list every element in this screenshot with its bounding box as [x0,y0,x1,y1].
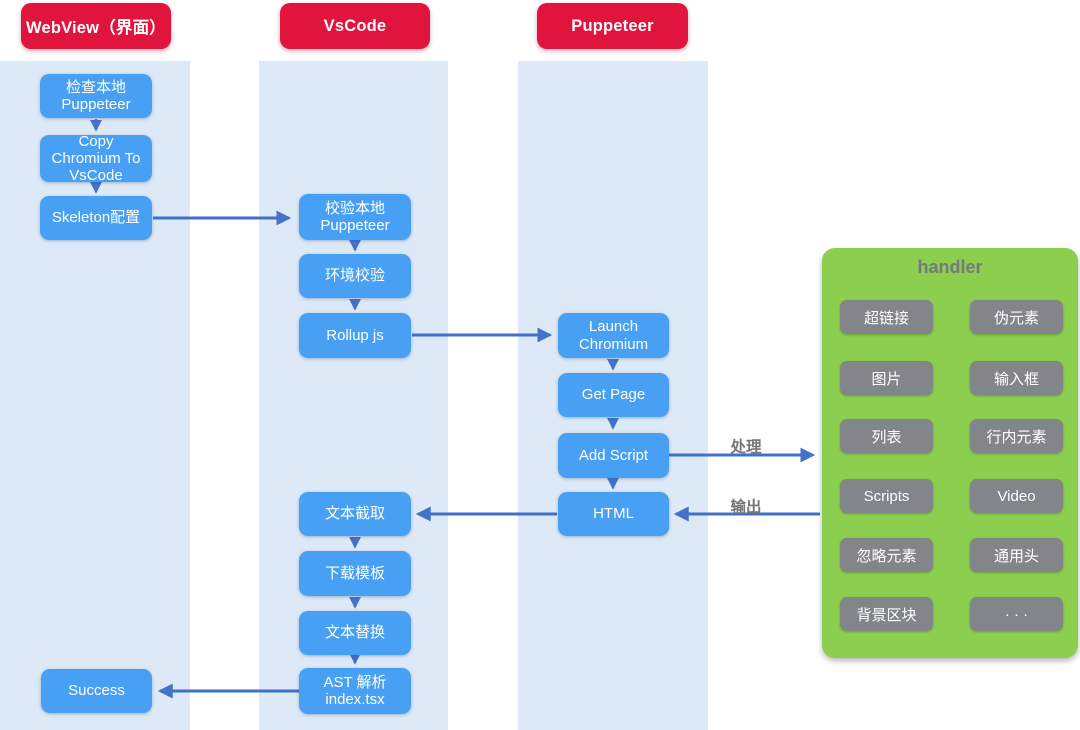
lane-header-vscode: VsCode [280,3,430,49]
handler-item-common-header: 通用头 [970,538,1063,572]
node-html: HTML [558,492,669,536]
lane-header-webview: WebView（界面） [21,3,171,49]
node-copy-chromium-to-vscode: Copy Chromium To VsCode [40,133,152,184]
handler-item-ellipsis: · · · [970,597,1063,631]
node-launch-chromium: Launch Chromium [558,313,669,358]
handler-panel: handler 超链接 伪元素 图片 输入框 列表 行内元素 Scripts V… [822,248,1078,658]
node-add-script: Add Script [558,433,669,478]
handler-item-background-block: 背景区块 [840,597,933,631]
node-text-extract: 文本截取 [299,492,411,536]
handler-panel-title: handler [917,257,983,277]
handler-item-list: 列表 [840,419,933,453]
node-check-local-puppeteer: 检查本地 Puppeteer [40,74,152,118]
lane-header-puppeteer: Puppeteer [537,3,688,49]
handler-item-hyperlink: 超链接 [840,300,933,334]
handler-item-input-box: 输入框 [970,361,1063,395]
node-success: Success [41,669,152,713]
node-verify-local-puppeteer: 校验本地 Puppeteer [299,194,411,240]
node-get-page: Get Page [558,373,669,417]
node-skeleton-config: Skeleton配置 [40,196,152,240]
edge-label-process: 处理 [730,439,762,456]
handler-item-video: Video [970,479,1063,513]
edge-label-output: 输出 [730,499,762,516]
node-ast-parse-index-tsx: AST 解析 index.tsx [299,668,411,714]
handler-item-image: 图片 [840,361,933,395]
handler-item-pseudo-element: 伪元素 [970,300,1063,334]
node-rollup-js: Rollup js [299,313,411,358]
node-download-template: 下载模板 [299,551,411,596]
handler-item-inline-element: 行内元素 [970,419,1063,453]
handler-item-scripts: Scripts [840,479,933,513]
node-text-replace: 文本替换 [299,611,411,655]
node-env-check: 环境校验 [299,254,411,298]
handler-item-ignored-element: 忽略元素 [840,538,933,572]
